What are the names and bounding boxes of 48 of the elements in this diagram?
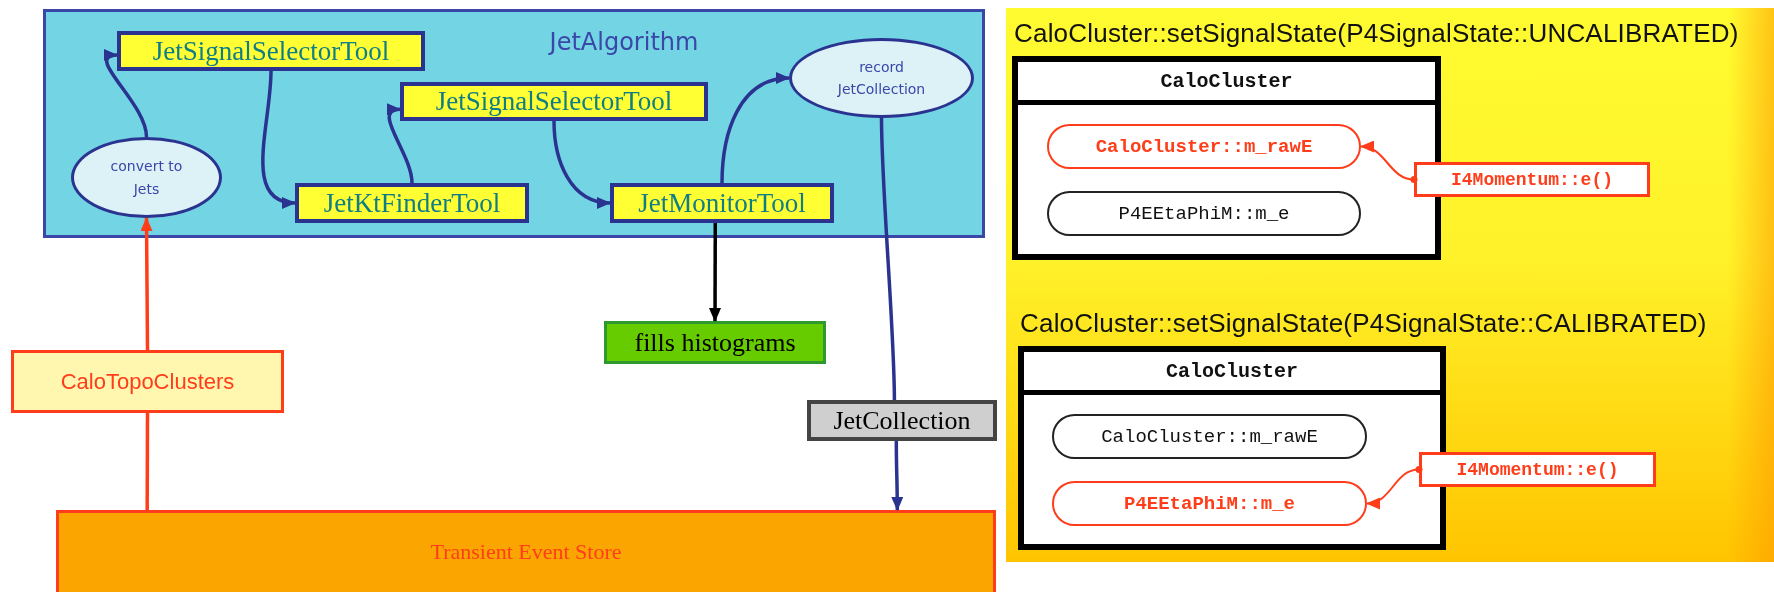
class-name-header: CaloCluster: [1024, 352, 1440, 395]
state-heading: CaloCluster::setSignalState(P4SignalState::UNCALIBRATED): [1014, 18, 1739, 49]
node-label: record JetCollection: [836, 57, 927, 99]
node-label: CaloTopoClusters: [60, 368, 235, 395]
node-label: JetSignalSelectorTool: [435, 86, 673, 117]
collection-box: [807, 400, 997, 441]
event-store-bar: [56, 510, 996, 592]
arrow: [891, 441, 904, 511]
connector-line: [879, 117, 897, 401]
node-label: P4EEtaPhiM::m_e: [1118, 202, 1290, 225]
arrow: [1366, 466, 1423, 508]
node-label: JetSignalSelectorTool: [152, 35, 390, 67]
arrow: [103, 50, 149, 138]
arrow: [261, 70, 296, 208]
node-label: JetMonitorTool: [638, 187, 806, 219]
member-pill: [1047, 124, 1361, 169]
node-label: JetCollection: [833, 405, 971, 436]
class-name-header: CaloCluster: [1018, 62, 1435, 105]
tool-box: [295, 183, 529, 223]
arrow: [709, 223, 721, 322]
tool-box: [117, 31, 425, 71]
node-label: JetAlgorithm: [549, 28, 699, 56]
output-box: [604, 321, 826, 364]
algorithm-container: [43, 9, 985, 238]
node-label: P4EEtaPhiM::m_e: [1124, 492, 1295, 515]
method-callout: [1419, 452, 1656, 487]
node-label: Transient Event Store: [430, 539, 622, 565]
node-label: I4Momentum::e(): [1451, 169, 1613, 190]
arrow: [1360, 142, 1418, 183]
node-label: fills histograms: [634, 327, 796, 358]
input-box: [11, 350, 284, 413]
arrow: [386, 105, 414, 184]
member-pill: [1052, 481, 1367, 526]
connector-line: [145, 413, 150, 510]
state-heading: CaloCluster::setSignalState(P4SignalState::CALIBRATED): [1020, 308, 1707, 339]
arrow: [552, 120, 611, 208]
tool-box: [610, 183, 834, 223]
node-label: I4Momentum::e(): [1456, 459, 1619, 480]
arrow: [720, 73, 790, 184]
tool-box: [400, 82, 708, 121]
node-label: CaloCluster::m_rawE: [1101, 425, 1318, 448]
node-label: CaloCluster::m_rawE: [1095, 135, 1313, 158]
node-label: convert to Jets: [109, 157, 184, 199]
member-pill: [1052, 414, 1367, 459]
node-label: JetKtFinderTool: [323, 187, 501, 219]
arrow: [140, 217, 153, 350]
method-callout: [1414, 162, 1650, 197]
member-pill: [1047, 191, 1361, 236]
